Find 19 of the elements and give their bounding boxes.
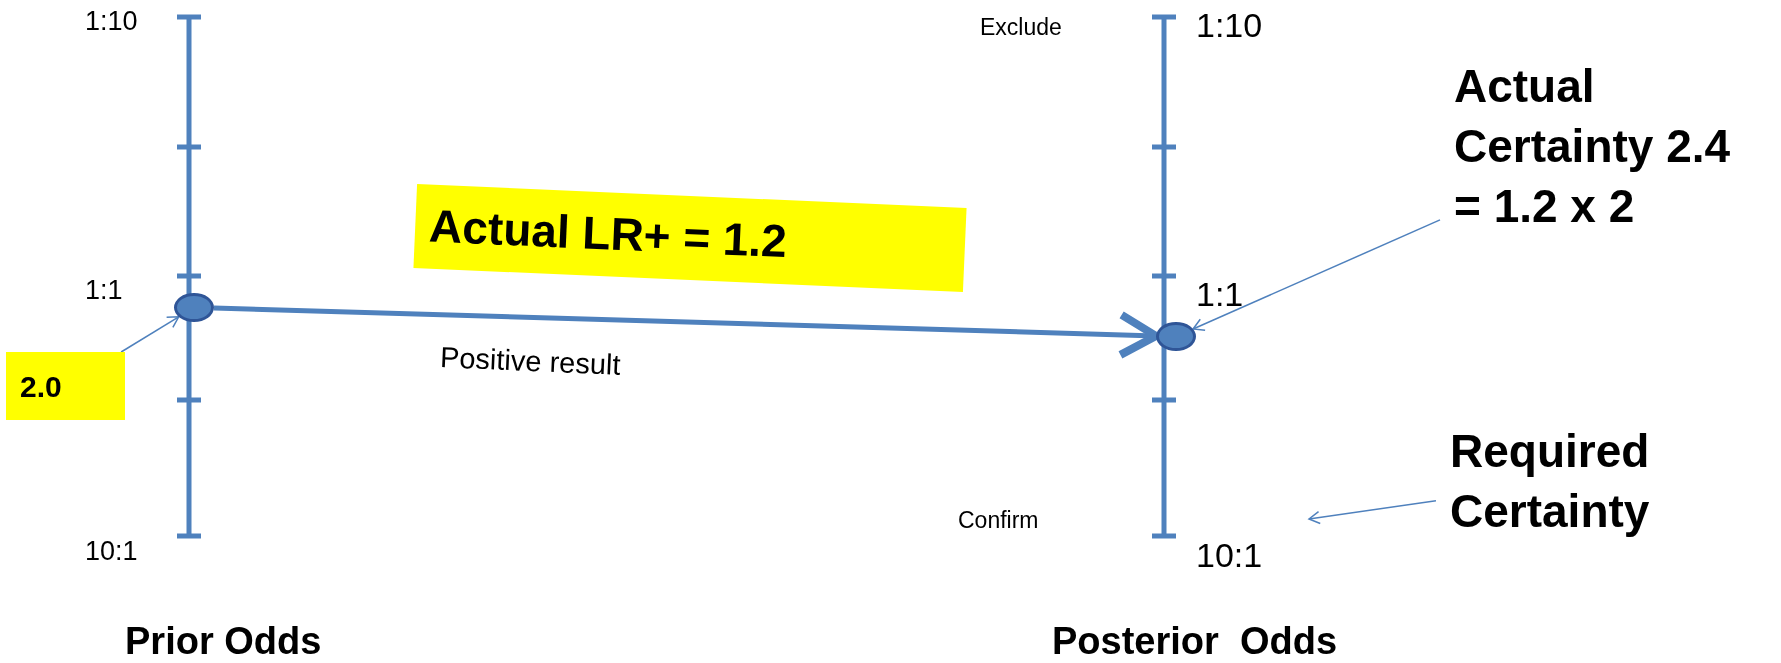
scale-end-label: Exclude [980, 14, 1062, 41]
arrow [120, 316, 180, 353]
annotation-text: Required Certainty [1436, 412, 1696, 552]
arrow [1308, 499, 1437, 525]
scale-tick-label: 1:1 [1196, 275, 1244, 314]
result-banner: Actual LR+ = 1.2 [413, 184, 967, 292]
point-marker [1156, 322, 1196, 351]
arrow [1192, 219, 1441, 331]
value-tag: 2.0 [6, 352, 125, 420]
scale-end-label: Confirm [958, 507, 1039, 534]
scale-tick-label: 1:10 [85, 6, 138, 37]
axis-title: Posterior Odds [1052, 620, 1338, 663]
annotation-text: Actual Certainty 2.4 = 1.2 x 2 [1440, 52, 1770, 242]
scale-tick-label: 1:10 [1196, 6, 1263, 45]
scale-tick-label: 10:1 [1196, 536, 1263, 575]
scale-tick-label: 10:1 [85, 536, 138, 567]
scale-tick-label: 1:1 [85, 275, 123, 306]
point-marker [174, 293, 214, 322]
axis-title: Prior Odds [125, 620, 322, 663]
